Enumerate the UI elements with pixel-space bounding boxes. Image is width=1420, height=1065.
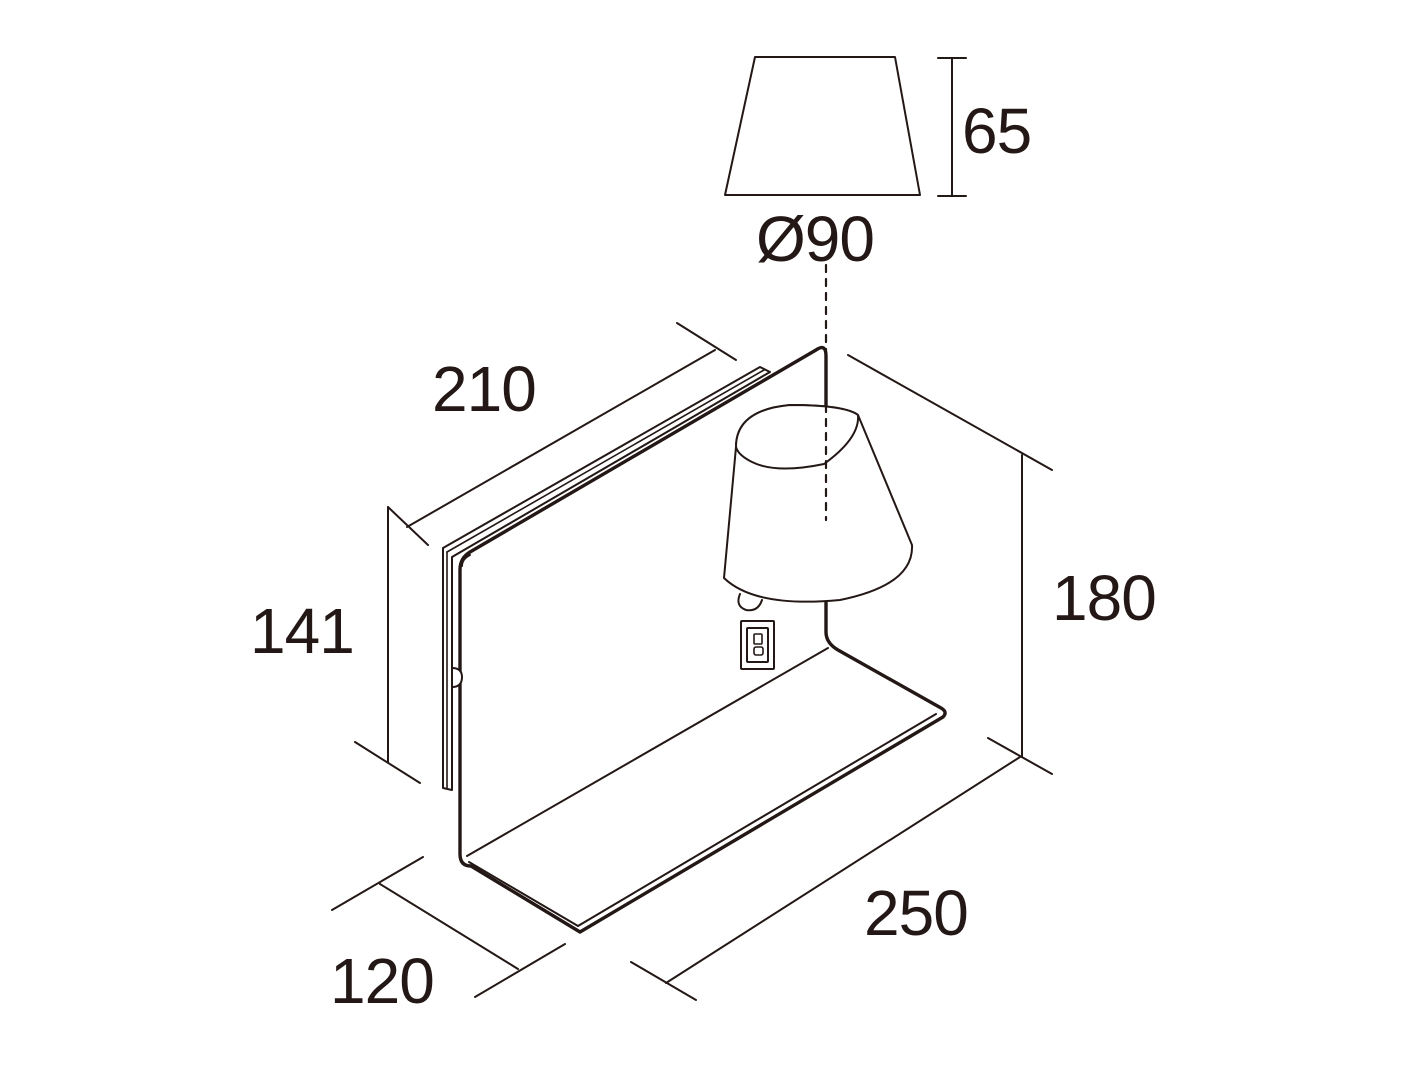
shade-height-dimension-line — [937, 57, 967, 197]
depth-label: 210 — [432, 353, 536, 425]
usb-outlet — [740, 620, 775, 670]
back-box — [442, 366, 771, 791]
lamp-swivel — [737, 593, 763, 612]
shade-top-opening — [735, 404, 860, 470]
lamp-head — [723, 404, 914, 612]
width-dimension-line — [630, 756, 1021, 1001]
shelf-depth-label: 120 — [330, 945, 434, 1017]
shelf-depth-dimension-line — [331, 856, 566, 998]
width-label: 250 — [864, 877, 968, 949]
body-height-label: 141 — [250, 595, 354, 667]
wall-unit-body — [442, 345, 947, 934]
shade-height-label: 65 — [962, 95, 1031, 167]
total-height-label: 180 — [1052, 562, 1156, 634]
depth-dimension-line — [387, 322, 737, 546]
shade-front-view — [724, 56, 921, 196]
side-knob — [451, 667, 463, 688]
front-plate — [458, 345, 947, 934]
body-height-dimension-line — [354, 506, 421, 784]
shade-diameter-label: Ø90 — [756, 203, 874, 275]
